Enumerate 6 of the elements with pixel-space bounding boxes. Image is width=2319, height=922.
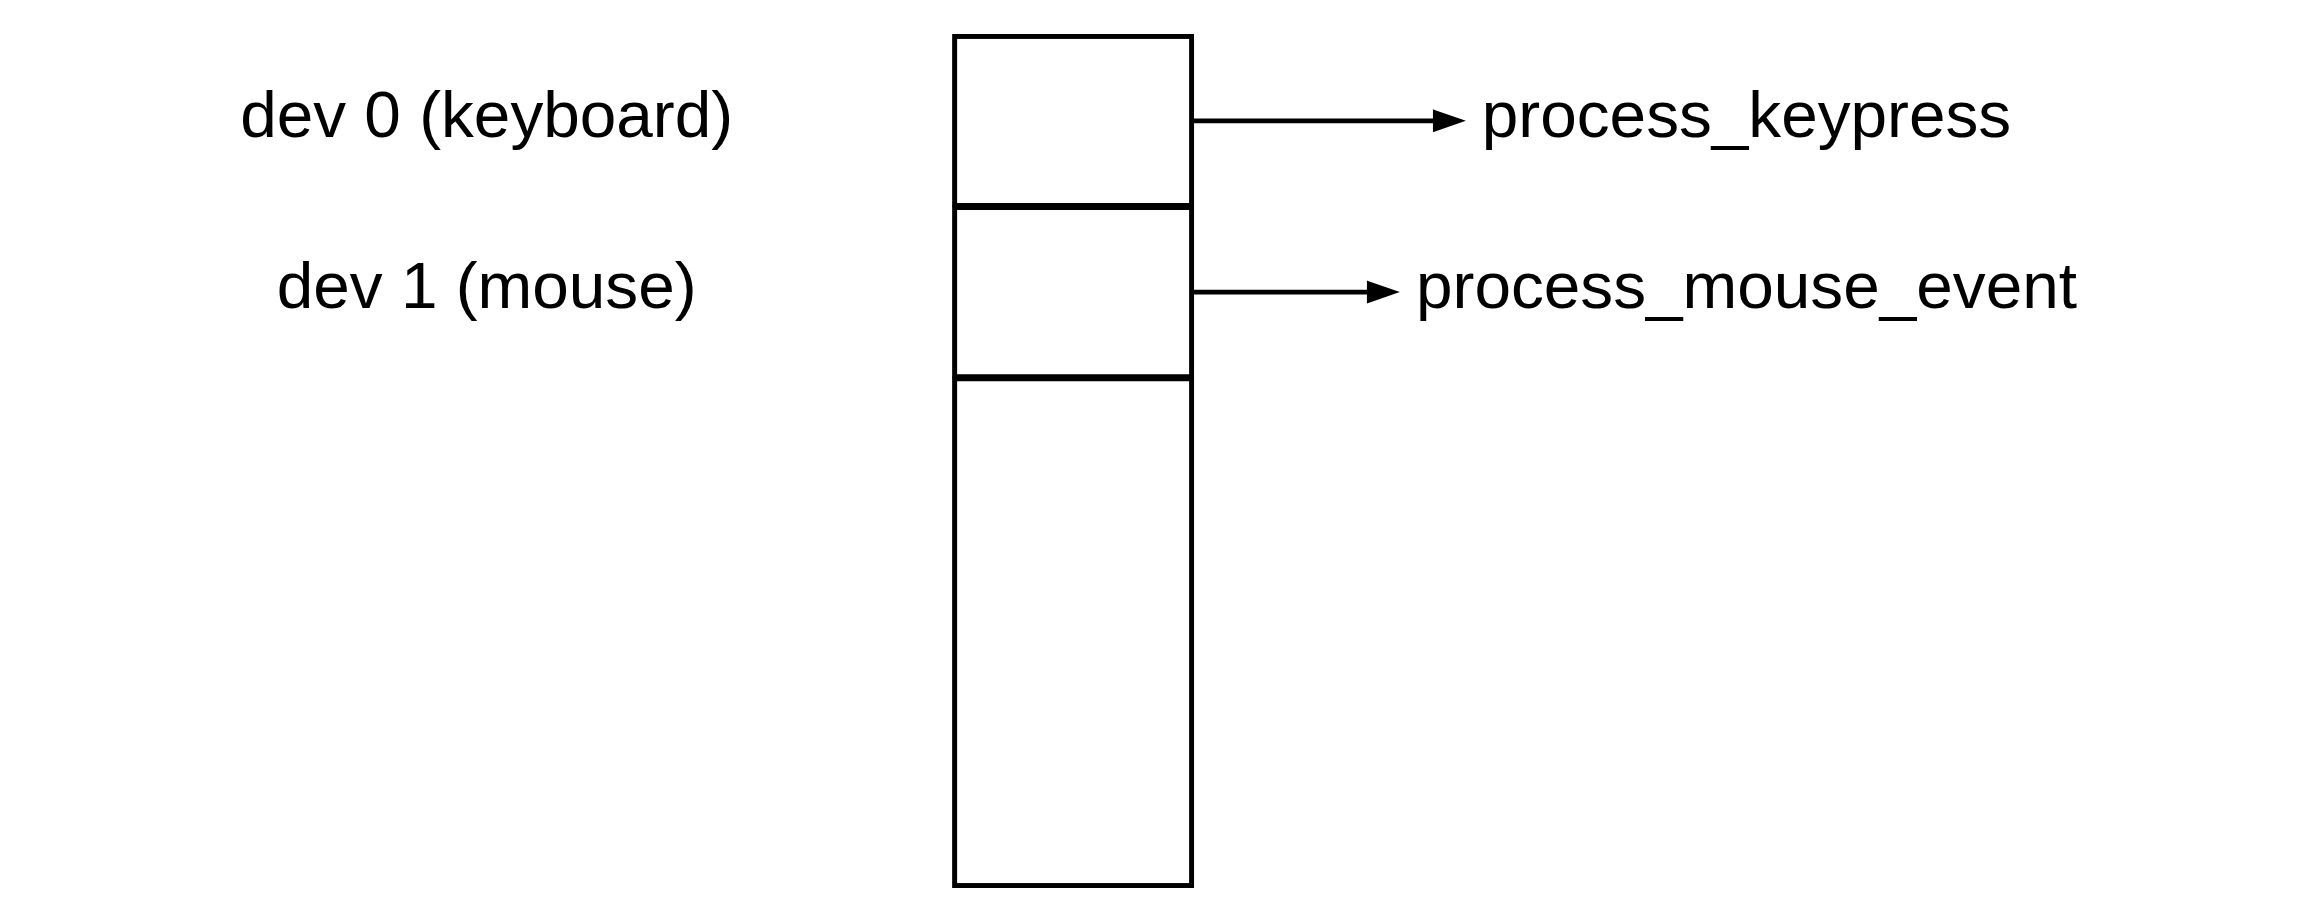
arrow	[1191, 109, 1466, 133]
node-text: process_keypress	[1481, 78, 2011, 151]
node-label: dev 1 (mouse)	[276, 249, 697, 323]
node-label: dev 0 (keyboard)	[239, 78, 733, 151]
node-text: process_mouse_event	[1415, 249, 2077, 323]
arrow	[1191, 280, 1400, 304]
